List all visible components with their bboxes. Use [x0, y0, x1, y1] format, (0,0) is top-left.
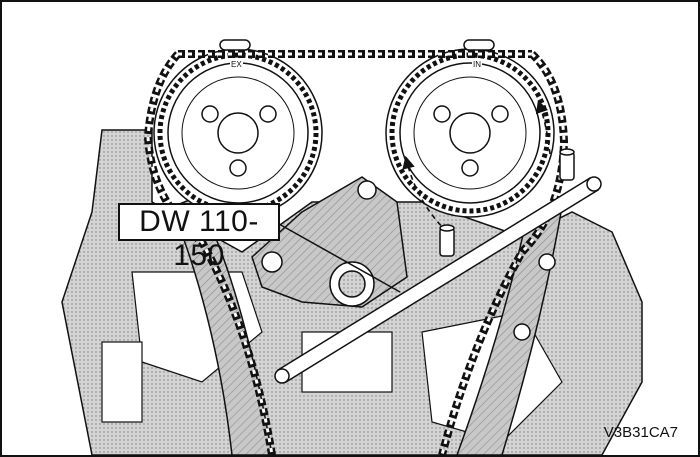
left-chain-guide [171, 196, 273, 455]
right-tensioner-guide [456, 205, 563, 455]
camshaft-alignment-tool [274, 176, 602, 384]
timing-mark-links [219, 39, 495, 51]
alignment-pins [439, 148, 575, 257]
rotation-arrows [402, 99, 551, 233]
intake-sprocket [385, 48, 555, 218]
exhaust-sprocket [153, 48, 323, 218]
tool-label: DW 110-150 [118, 203, 280, 272]
label-leader-line [278, 223, 401, 293]
figure-code: V3B31CA7 [603, 424, 678, 441]
intake-timing-mark: IN [472, 60, 482, 69]
exhaust-timing-mark: EX [230, 60, 243, 69]
